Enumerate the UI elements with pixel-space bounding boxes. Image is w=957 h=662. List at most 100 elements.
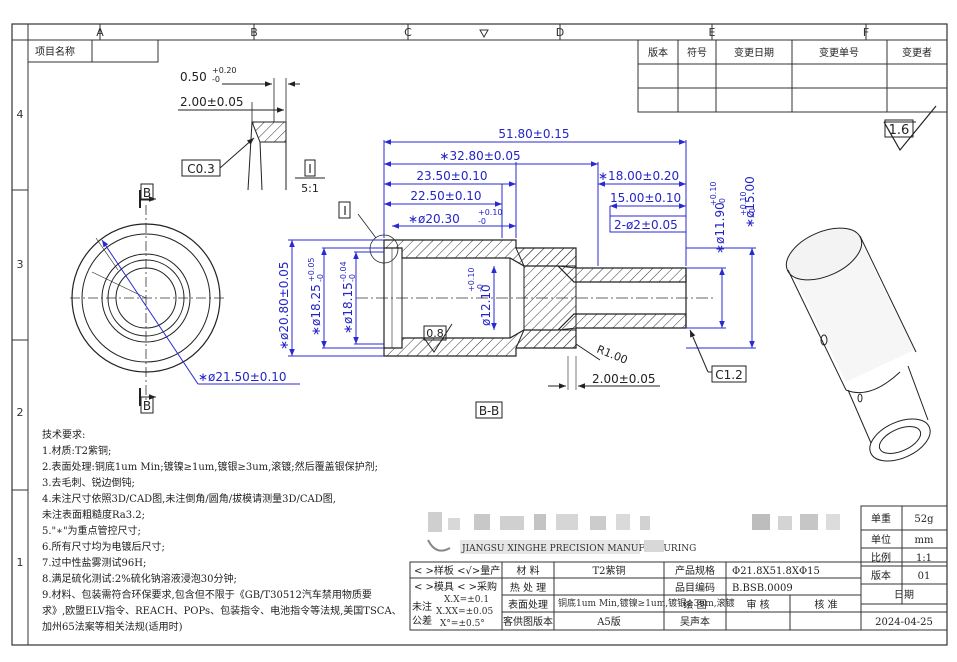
check-label: 审 核 — [746, 598, 769, 611]
date-value: 2024-04-25 — [875, 617, 933, 628]
tol-2: X.XX=±0.05 — [436, 607, 493, 617]
mold-line: < >模具 < >采购 — [414, 580, 497, 593]
dim-12-10-tol-low: -0 — [476, 284, 485, 292]
dim-12-10: ø12.10 — [479, 284, 493, 326]
dim-20-80: ∗ø20.80±0.05 — [277, 261, 291, 350]
tech-line-9: 8.满足硫化测试:2%硫化钠溶液浸泡30分钟; — [42, 572, 237, 585]
zone-letters: A B C D E F — [96, 26, 869, 39]
product-spec-label: 产品规格 — [675, 564, 715, 577]
zone-number-3: 3 — [17, 258, 24, 271]
revision-header-order: 变更单号 — [819, 46, 859, 59]
sample-line: < >样板 <√>量产 — [414, 564, 500, 577]
tech-line-1: 1.材质:T2紫铜; — [42, 444, 111, 457]
dim-holes: 2-ø2±0.05 — [614, 218, 678, 232]
radius-label: R1.00 — [595, 343, 630, 367]
unit-weight-label: 单重 — [871, 512, 891, 525]
dim-15-00-dia: ∗ø15.00 — [743, 176, 757, 228]
date-label: 日期 — [894, 589, 914, 601]
zone-numbers: 4 3 2 1 — [17, 108, 24, 569]
section-detail-marker: I — [343, 204, 347, 218]
part-number-value: B.BSB.0009 — [732, 583, 793, 594]
dim-15-00: 15.00±0.10 — [610, 191, 681, 205]
version-label: 版本 — [871, 569, 891, 582]
dim-20-30-tol-low: -0 — [478, 217, 486, 226]
dim-18-25-tol: +0.05 — [307, 257, 316, 282]
dim-18-00: ∗18.00±0.20 — [598, 169, 679, 183]
isometric-view — [785, 227, 931, 462]
dim-bottom: 2.00±0.05 — [592, 372, 656, 386]
dim-20-30-tol: +0.10 — [478, 208, 503, 217]
tech-requirements-title: 技术要求: — [42, 428, 85, 441]
zone-number-1: 1 — [17, 556, 24, 569]
scale-value: 1:1 — [916, 553, 932, 564]
dim-12-10-tol: +0.10 — [467, 267, 476, 292]
drawn-label: 绘 图 — [683, 598, 706, 611]
dim-11-90: ∗ø11.90 — [713, 202, 727, 254]
dim-18-25-tol-low: -0 — [316, 274, 325, 282]
blurred-logo: JIANGSU XINGHE PRECISION MANUFACTURING — [427, 512, 840, 554]
surface-label: 表面处理 — [508, 598, 548, 611]
surface-roughness-symbol: 1.6 — [883, 105, 937, 152]
tech-line-5: 未注表面粗糙度Ra3.2; — [42, 508, 145, 521]
revision-header-version: 版本 — [648, 46, 668, 59]
unit-label: 单位 — [871, 533, 891, 546]
dim-overall-length: 51.80±0.15 — [498, 127, 569, 141]
section-view: I 51.80±0.15 ∗32.80±0.05 23.50±0.10 22.5… — [277, 127, 757, 419]
tech-line-8: 7.过中性盐雾测试96H; — [42, 556, 146, 569]
dim-18-15-tol-low: -0 — [348, 274, 357, 282]
title-block: JIANGSU XINGHE PRECISION MANUFACTURING 单… — [409, 505, 948, 631]
dim-22-50: 22.50±0.10 — [410, 189, 481, 203]
zone-number-4: 4 — [17, 108, 24, 121]
dim-18-25: ∗ø18.25 — [309, 284, 323, 336]
detail-dim-width-tol: +0.20 — [212, 66, 237, 75]
heat-label: 热 处 理 — [510, 581, 546, 594]
approve-label: 核 准 — [814, 598, 837, 611]
detail-view-i: 0.50 +0.20 -0 2.00±0.05 C0.3 I 5:1 — [178, 66, 325, 195]
unit-weight-value: 52g — [914, 514, 934, 525]
detail-dim-distance: 2.00±0.05 — [180, 95, 244, 109]
chamfer-c1-2: C1.2 — [715, 368, 742, 382]
drawing-version-value: A5版 — [596, 615, 621, 628]
drawer-name: 吴声本 — [680, 615, 710, 628]
detail-scale: 5:1 — [301, 182, 319, 195]
detail-chamfer: C0.3 — [187, 162, 214, 176]
revision-header-date: 变更日期 — [734, 46, 774, 59]
zone-letter-e: E — [709, 26, 716, 39]
project-name-label: 项目名称 — [35, 45, 75, 58]
section-mark-bottom: B — [143, 399, 151, 413]
surface-value: 铜底1um Min,镀镍≥1um,镀银≥3um,滚镀 — [558, 597, 735, 609]
revision-header-changer: 变更者 — [902, 46, 932, 59]
dim-32-80: ∗32.80±0.05 — [439, 149, 520, 163]
tech-line-11: 求》,欧盟ELV指令、REACH、POPs、包装指令、电池指令等法规,美国TSC… — [42, 604, 402, 617]
surface-roughness-value: 1.6 — [889, 123, 910, 138]
tol-note-2: 公差 — [412, 614, 432, 627]
detail-marker: I — [308, 162, 312, 176]
zone-number-2: 2 — [17, 406, 24, 419]
tech-requirements: 技术要求: 1.材质:T2紫铜; 2.表面处理:铜底1um Min;镀镍≥1um… — [42, 428, 402, 633]
zone-letter-b: B — [250, 26, 258, 39]
tech-line-10: 9.材料、包装需符合环保要求,包含但不限于《GB/T30512汽车禁用物质要 — [42, 588, 372, 601]
dim-15-00-dia-tol-low: -0 — [748, 208, 757, 216]
end-view: B B ∗ø21.50±0.10 — [70, 183, 300, 414]
project-name-box: 项目名称 — [27, 39, 159, 63]
dim-18-15-tol: -0.04 — [339, 261, 348, 282]
tech-line-4: 4.未注尺寸依照3D/CAD图,未注倒角/圆角/拔模请测量3D/CAD图, — [42, 492, 336, 505]
detail-dim-width-tol-low: -0 — [212, 75, 220, 84]
roughness-inner: 0.8 — [426, 327, 444, 340]
dim-20-30: ∗ø20.30 — [408, 212, 460, 226]
zone-letter-c: C — [404, 26, 412, 39]
detail-dim-width: 0.50 — [180, 70, 207, 84]
tech-line-3: 3.去毛刺、锐边倒钝; — [42, 476, 135, 489]
company-line: JIANGSU XINGHE PRECISION MANUFACTURING — [461, 544, 696, 554]
product-spec-value: Φ21.8X51.8XΦ15 — [732, 566, 820, 577]
revision-table: 版本 符号 变更日期 变更单号 变更者 — [637, 39, 948, 113]
dim-11-90-tol-low: -0 — [718, 198, 727, 206]
dim-15-00-dia-tol: +0.10 — [739, 191, 748, 216]
tech-line-2: 2.表面处理:铜底1um Min;镀镍≥1um,镀银≥3um,滚镀;然后覆盖银保… — [42, 460, 378, 473]
version-value: 01 — [918, 571, 931, 582]
tol-3: X°=±0.5° — [440, 619, 485, 629]
dim-18-15: ∗ø18.15 — [341, 282, 355, 334]
section-mark-top: B — [143, 186, 151, 200]
scale-label: 比例 — [871, 551, 891, 564]
